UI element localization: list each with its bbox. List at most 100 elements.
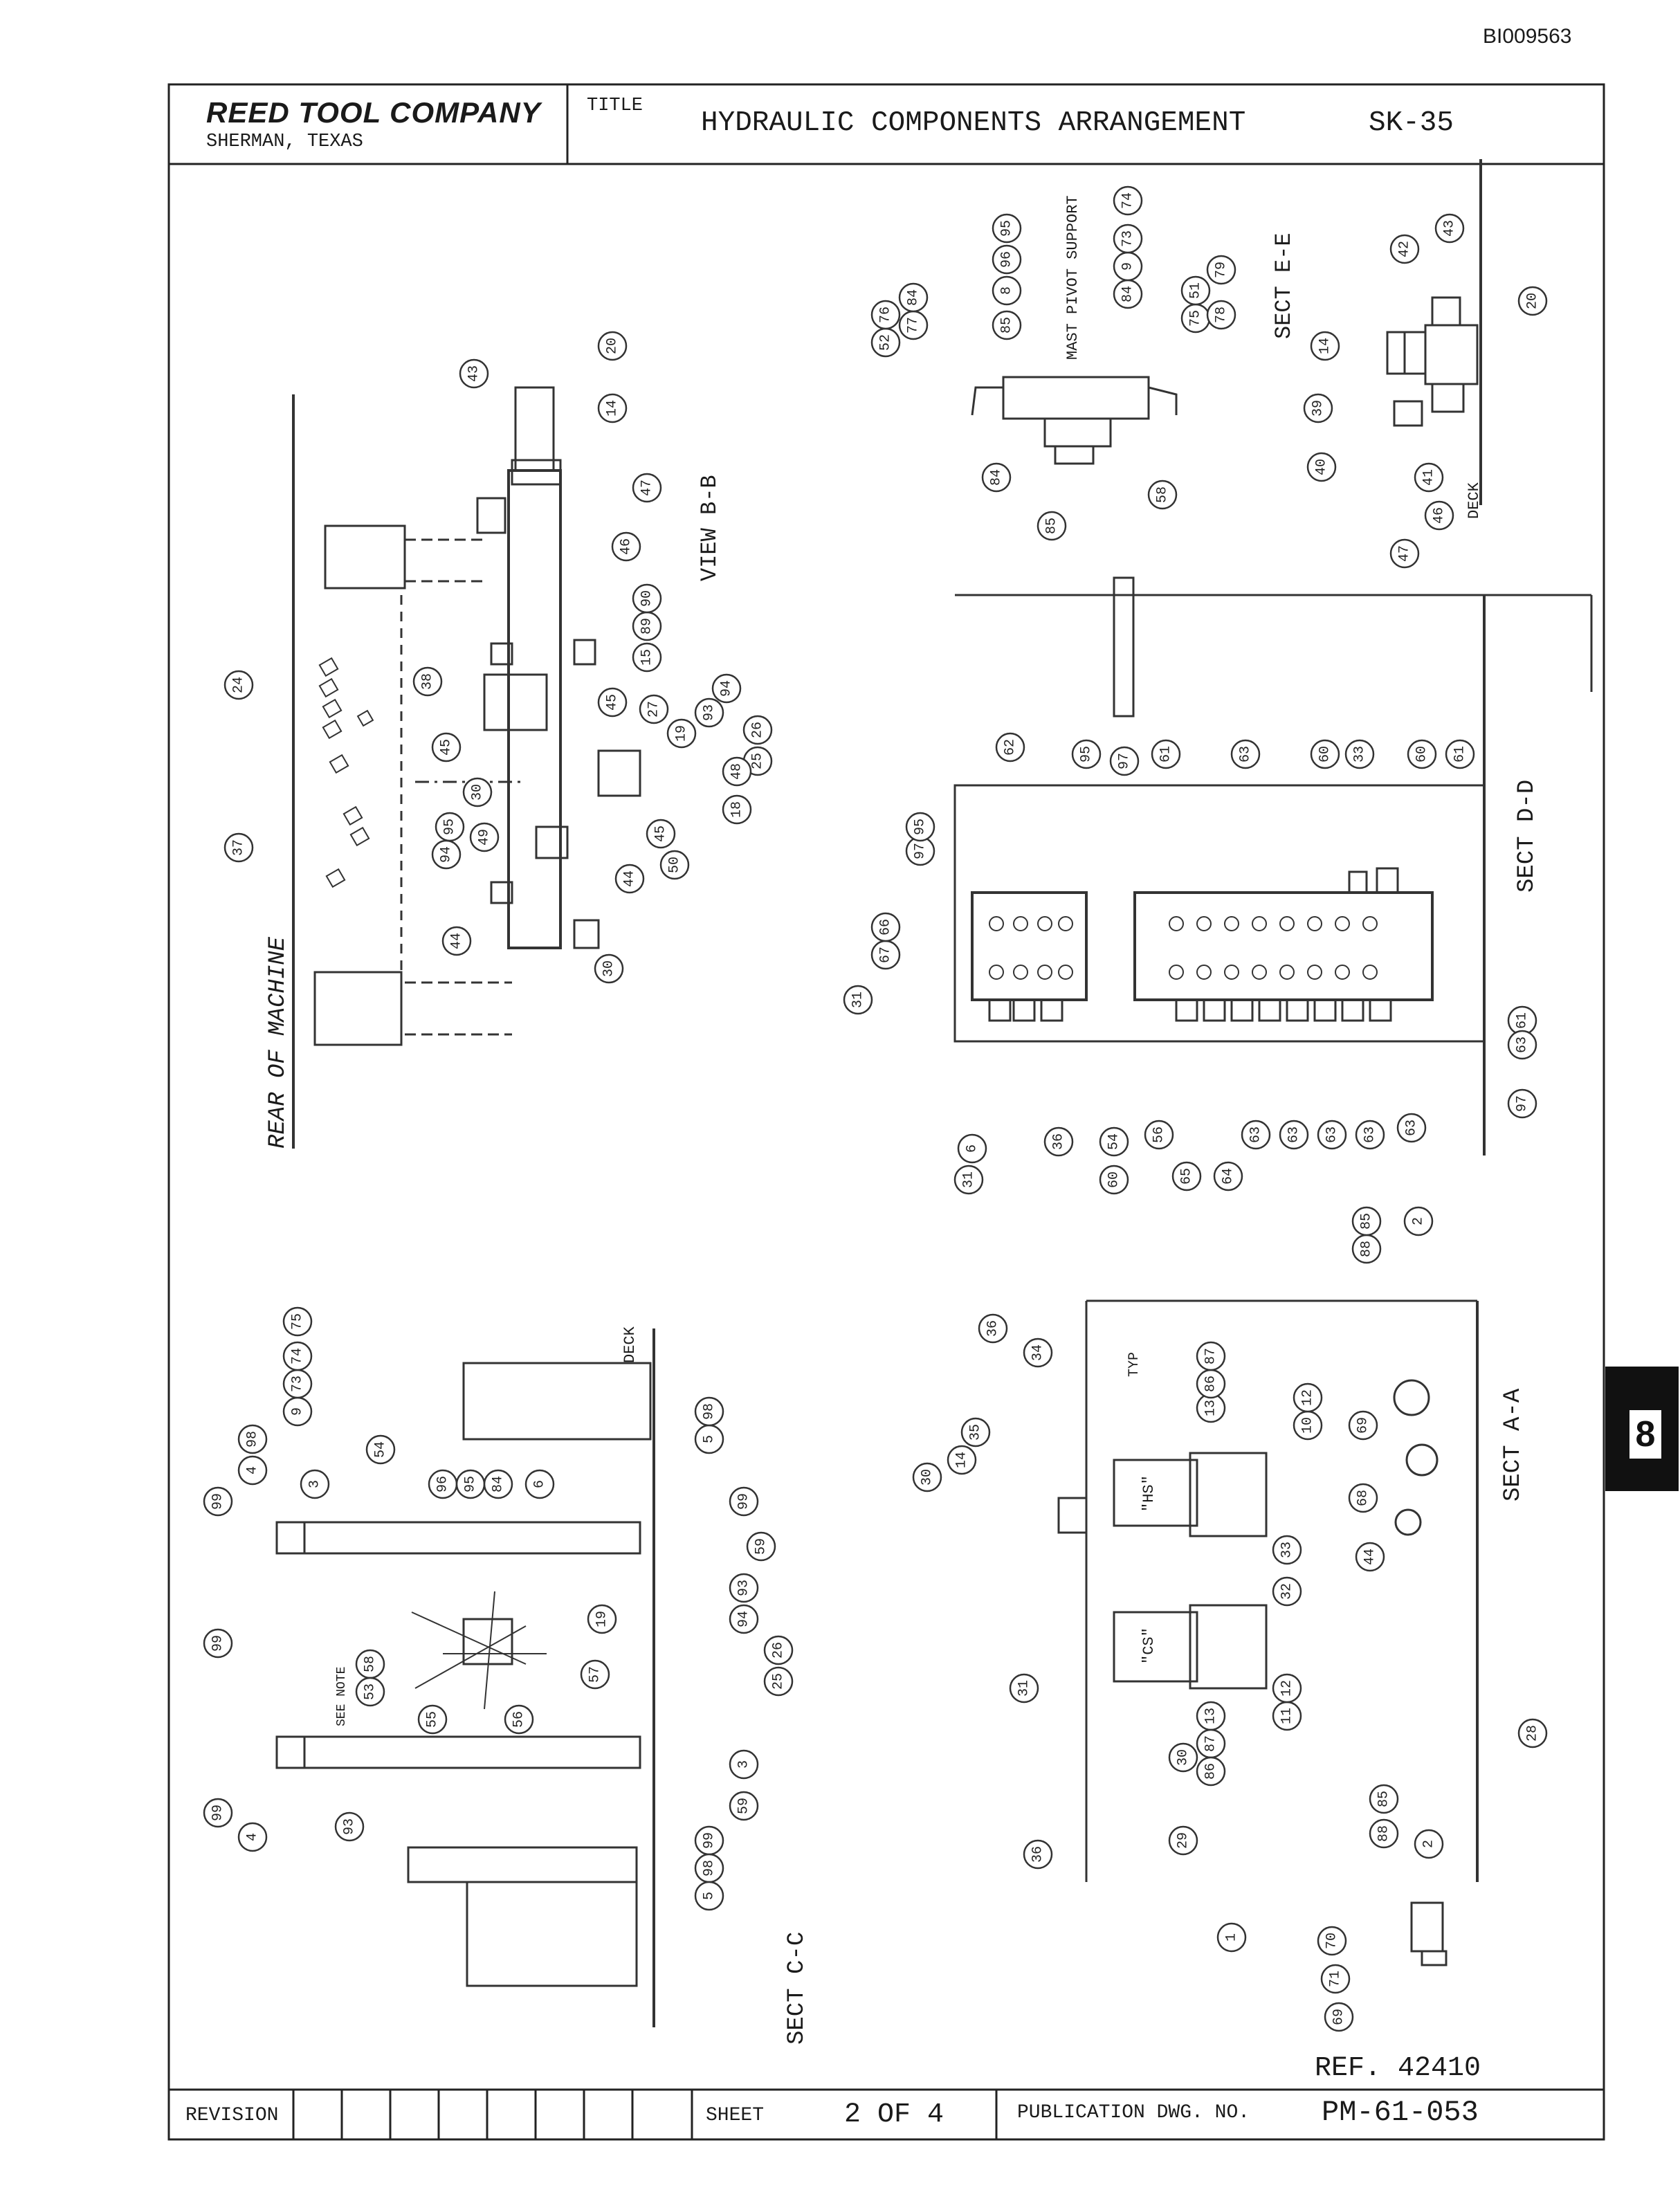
company-name: REED TOOL COMPANY <box>206 96 541 129</box>
callout-aa-24: 30 <box>1168 1742 1198 1773</box>
callout-dd-20: 65 <box>1171 1161 1202 1191</box>
callout-dd-5: 60 <box>1310 739 1340 769</box>
callout-number: 26 <box>750 722 766 738</box>
callout-number: 84 <box>1120 286 1136 302</box>
callout-dd-16: 36 <box>1043 1126 1074 1157</box>
callout-number: 95 <box>913 819 929 835</box>
callout-number: 75 <box>290 1313 306 1330</box>
callout-ee-1: 42 <box>1389 234 1420 264</box>
callout-number: 95 <box>999 220 1015 237</box>
callout-number: 44 <box>622 870 638 887</box>
callout-aa-31: 1 <box>1216 1922 1247 1953</box>
callout-number: 4 <box>245 1833 261 1841</box>
callout-cc-10: 95 <box>455 1469 486 1499</box>
callout-aa-11: 14 <box>947 1445 977 1475</box>
callout-aa-21: 13 <box>1196 1701 1226 1731</box>
callout-dd-23: 63 <box>1279 1120 1309 1150</box>
drawing-border <box>167 83 1605 2141</box>
callout-number: 31 <box>961 1171 977 1188</box>
callout-mast-7: 95 <box>992 213 1022 244</box>
callout-number: 30 <box>1176 1749 1191 1766</box>
callout-number: 95 <box>1079 746 1095 762</box>
callout-cc-25: 55 <box>417 1704 448 1735</box>
callout-cc-28: 99 <box>203 1798 233 1828</box>
callout-cc-17: 93 <box>729 1573 759 1603</box>
callout-number: 48 <box>729 763 745 780</box>
title-label: TITLE <box>587 95 643 116</box>
callout-number: 93 <box>736 1580 752 1596</box>
callout-ee-4: 39 <box>1303 393 1333 423</box>
callout-number: 4 <box>245 1466 261 1474</box>
callout-aa-22: 87 <box>1196 1728 1226 1759</box>
callout-bb-12: 93 <box>694 697 724 728</box>
callout-number: 84 <box>989 469 1005 486</box>
callout-number: 35 <box>968 1424 984 1441</box>
callout-cc-19: 26 <box>763 1635 794 1665</box>
callout-number: 36 <box>985 1320 1001 1337</box>
callout-number: 98 <box>245 1431 261 1448</box>
callout-number: 40 <box>1314 459 1330 475</box>
callout-number: 61 <box>1515 1012 1531 1029</box>
callout-mast-0: 52 <box>870 327 901 358</box>
callout-number: 9 <box>290 1407 306 1416</box>
callout-aa-19: 12 <box>1272 1673 1302 1704</box>
callout-number: 89 <box>639 618 655 634</box>
callout-dd-28: 63 <box>1507 1030 1537 1060</box>
callout-number: 18 <box>729 801 745 818</box>
callout-bb-14: 26 <box>742 715 773 745</box>
callout-number: 61 <box>1158 746 1174 762</box>
cs-label: "CS" <box>1140 1627 1158 1664</box>
callout-cc-34: 98 <box>694 1853 724 1883</box>
callout-aa-34: 69 <box>1324 2002 1354 2032</box>
callout-number: 36 <box>1051 1133 1067 1150</box>
callout-number: 60 <box>1317 746 1333 762</box>
callout-bb-19: 49 <box>469 822 500 852</box>
rear-of-machine-label: REAR OF MACHINE <box>265 936 291 1149</box>
callout-number: 31 <box>1016 1680 1032 1697</box>
revision-label: REVISION <box>185 2105 279 2126</box>
callout-dd-8: 61 <box>1445 739 1475 769</box>
callout-dd-7: 60 <box>1407 739 1437 769</box>
document-id: BI009563 <box>1483 25 1572 48</box>
callout-number: 13 <box>1203 1708 1219 1724</box>
callout-cc-32: 59 <box>729 1791 759 1821</box>
callout-number: 15 <box>639 649 655 666</box>
deck-cc-label: DECK <box>621 1326 639 1363</box>
callout-aa-7: 87 <box>1196 1341 1226 1371</box>
callout-cc-3: 75 <box>282 1306 313 1337</box>
callout-number: 13 <box>1203 1400 1219 1416</box>
callout-cc-12: 6 <box>524 1469 555 1499</box>
callout-number: 63 <box>1248 1126 1264 1143</box>
sheet-label: SHEET <box>706 2105 765 2126</box>
callout-number: 60 <box>1414 746 1430 762</box>
hs-label: "HS" <box>1140 1475 1158 1512</box>
callout-number: 74 <box>290 1348 306 1364</box>
callout-number: 90 <box>639 590 655 607</box>
callout-number: 43 <box>1442 220 1458 237</box>
callout-cc-23: 58 <box>355 1649 385 1679</box>
callout-aa-27: 28 <box>1517 1718 1548 1748</box>
callout-number: 57 <box>587 1666 603 1683</box>
tab-number: 8 <box>1627 1408 1663 1461</box>
callout-aa-15: 44 <box>1355 1542 1385 1572</box>
callout-number: 30 <box>601 960 617 977</box>
revision-boxes <box>292 2090 998 2139</box>
callout-number: 44 <box>449 933 465 949</box>
callout-number: 56 <box>511 1711 527 1728</box>
callout-number: 96 <box>999 251 1015 268</box>
callout-number: 65 <box>1179 1168 1195 1185</box>
callout-number: 63 <box>1404 1120 1420 1136</box>
callout-mast-14: 78 <box>1206 300 1236 330</box>
callout-cc-8: 54 <box>365 1434 396 1465</box>
view-bb-drawing <box>292 386 641 1149</box>
callout-dd-12: 66 <box>870 912 901 942</box>
callout-number: 36 <box>1030 1846 1046 1863</box>
callout-number: 12 <box>1300 1389 1316 1406</box>
callout-dd-24: 63 <box>1317 1120 1347 1150</box>
callout-cc-0: 9 <box>282 1396 313 1427</box>
callout-number: 97 <box>913 843 929 859</box>
callout-cc-9: 96 <box>428 1469 458 1499</box>
callout-aa-23: 86 <box>1196 1756 1226 1787</box>
callout-number: 85 <box>1376 1791 1392 1807</box>
callout-bb-27: 45 <box>431 732 462 762</box>
